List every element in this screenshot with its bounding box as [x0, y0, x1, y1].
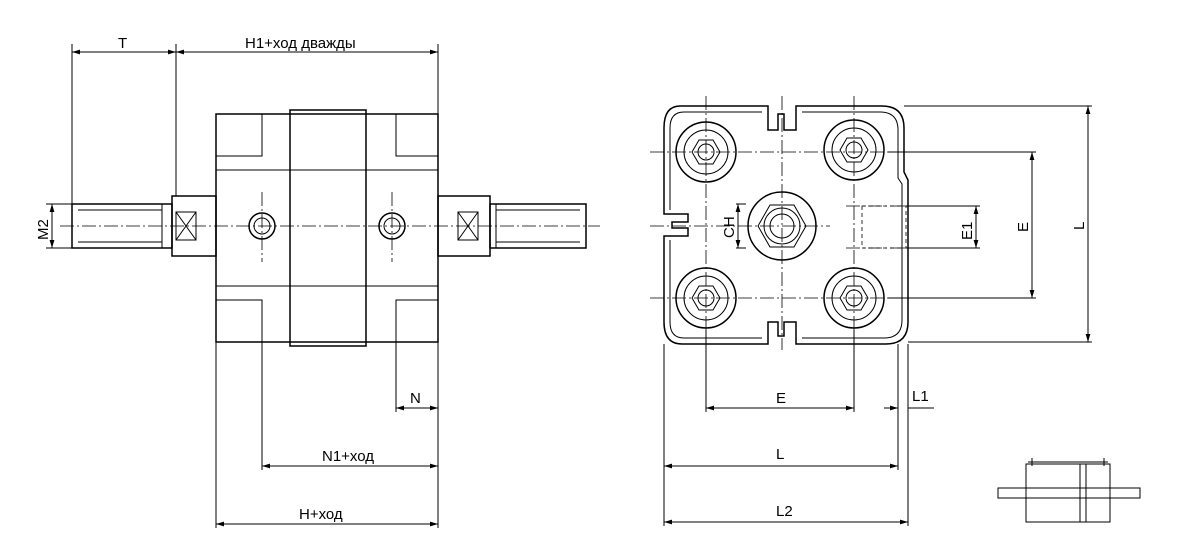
front-view: T H1+ход дважды M2 N N1+ход H+ход: [35, 35, 600, 528]
dim-label-l-vertical: L: [1071, 222, 1088, 230]
dim-label-e1: E1: [959, 222, 976, 240]
dim-label-e-vertical: E: [1015, 222, 1032, 232]
dim-label-l2: L2: [776, 503, 793, 520]
dim-label-t: T: [118, 35, 127, 52]
cylinder-symbol: [997, 458, 1141, 523]
dim-label-h1: H1+ход дважды: [245, 35, 356, 52]
dim-label-l1: L1: [912, 388, 929, 405]
hidden-port: [861, 205, 907, 249]
end-view: CH E1 E L E L1 L L2: [650, 96, 1092, 526]
dim-label-m2: M2: [35, 219, 52, 240]
dim-label-n1: N1+ход: [322, 448, 374, 465]
center-collar: [289, 109, 367, 347]
dim-label-h: H+ход: [299, 506, 343, 523]
dim-label-n: N: [410, 390, 421, 407]
end-view-outline: [663, 105, 909, 345]
dim-label-e-horizontal: E: [776, 390, 786, 407]
dim-label-ch: CH: [721, 216, 738, 238]
dim-label-l-horizontal: L: [776, 446, 784, 463]
